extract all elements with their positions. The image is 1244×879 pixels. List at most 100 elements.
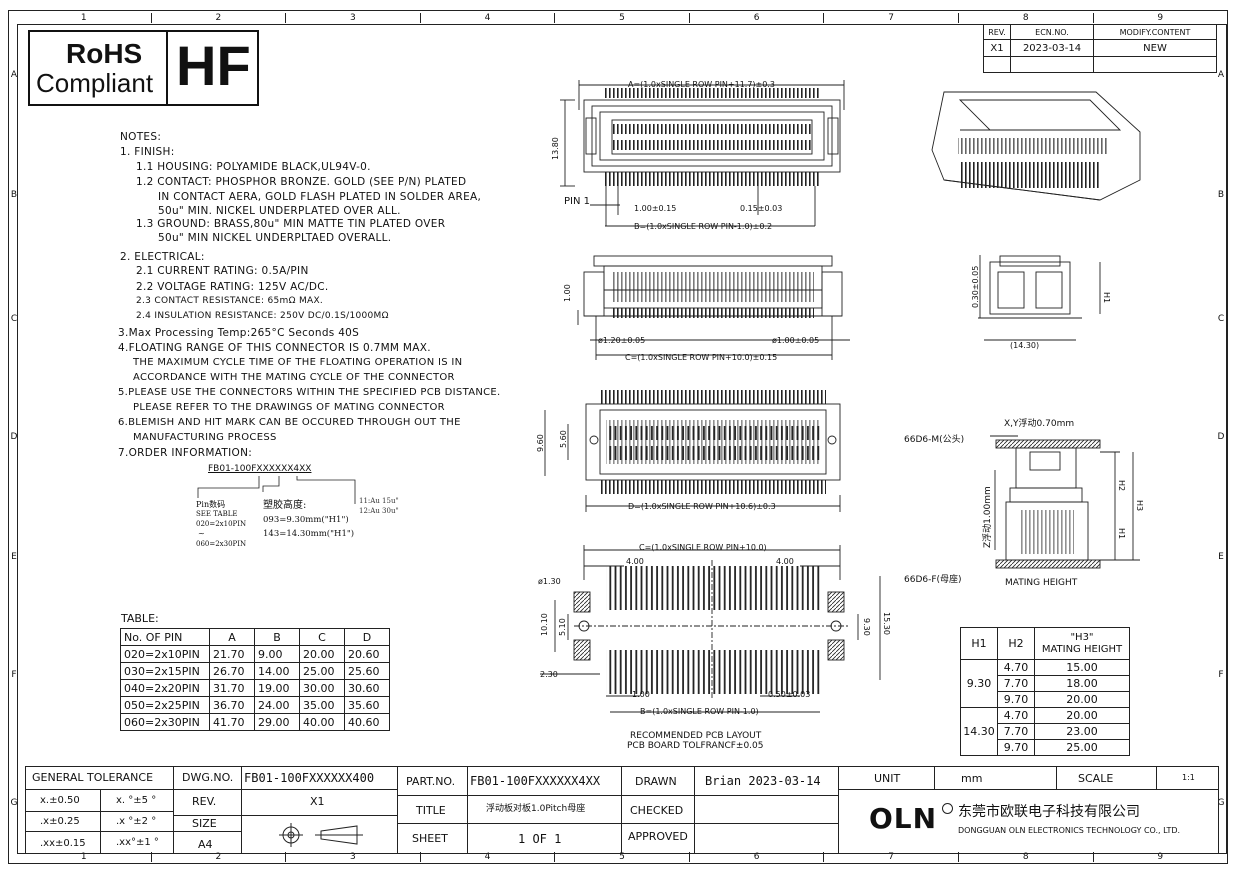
cell: 30.60: [344, 679, 390, 697]
col-5: 5: [555, 852, 690, 862]
note-line: 7.ORDER INFORMATION:: [118, 447, 253, 459]
pcb-dim-5-10: 5.10: [558, 618, 567, 636]
dim-1-00: 1.00±0.15: [634, 204, 676, 213]
col-2: 2: [152, 852, 287, 862]
drawn-label: DRAWN: [635, 775, 677, 788]
mh-header: H2: [997, 627, 1035, 660]
side-view: [978, 255, 1101, 341]
sheet-value: 1 OF 1: [518, 832, 562, 846]
cell: 20.00: [1034, 691, 1130, 708]
tolerance-value: .x °±2 °: [116, 816, 157, 827]
pin1-label: PIN 1: [564, 196, 590, 207]
scale-label: SCALE: [1078, 772, 1114, 785]
note-line: ACCORDANCE WITH THE MATING CYCLE OF THE …: [133, 372, 455, 383]
table-row: 7.70 23.00: [961, 723, 1130, 740]
note-line: PLEASE REFER TO THE DRAWINGS OF MATING C…: [133, 402, 445, 413]
revision-table: REV. ECN.NO. MODIFY.CONTENT X1 2023-03-1…: [983, 24, 1217, 73]
order-code: FB01-100FXXXXXX4XX: [208, 464, 312, 474]
cell: 7.70: [997, 675, 1035, 692]
tolerance-value: .xx±0.15: [40, 838, 86, 849]
hf-text: HF: [176, 34, 251, 97]
mating-height-table: H1 H2 "H3" MATING HEIGHT 9.30 4.70 15.00…: [960, 627, 1130, 756]
cell: 9.70: [997, 739, 1035, 756]
pcb-note: PCB BOARD TOLFRANCF±0.05: [627, 741, 763, 751]
dim-a: A=(1.0xSINGLE ROW PIN+11.7)±0.3: [628, 80, 775, 89]
pcb-dim-9-30: 9.30: [862, 618, 871, 636]
mate-xy: X,Y浮动0.70mm: [1004, 417, 1074, 429]
row-e: E: [11, 552, 17, 562]
cell: 36.70: [209, 696, 255, 714]
side-dim-0-30: 0.30±0.05: [971, 266, 980, 308]
tolerance-value: .x±0.25: [40, 816, 80, 827]
pcb-note: RECOMMENDED PCB LAYOUT: [630, 731, 762, 741]
cell: 060=2x30PIN: [120, 713, 210, 731]
pcb-dim-b: B=(1.0xSINGLE ROW PIN-1.0): [640, 707, 759, 716]
cell: 25.60: [344, 662, 390, 680]
dim-c: C=(1.0xSINGLE ROW PIN+10.0)±0.15: [625, 353, 777, 362]
note-line: 50u" MIN NICKEL UNDERPLTAED OVERALL.: [158, 232, 392, 244]
row-b: B: [1217, 190, 1225, 200]
order-leaders: [197, 476, 356, 504]
registered-icon: [942, 803, 953, 814]
row-c: C: [1217, 314, 1225, 324]
projection-symbol-icon: [279, 823, 363, 847]
dim-1-00-front: 1.00: [563, 284, 572, 302]
pin-label: Pin数码: [196, 500, 226, 509]
unit-value: mm: [961, 772, 983, 785]
company-cn: 东莞市欧联电子科技有限公司: [958, 804, 1140, 820]
note-line: 2. ELECTRICAL:: [120, 251, 205, 263]
cell: 7.70: [997, 723, 1035, 740]
cell: 20.60: [344, 645, 390, 663]
dim-b: B=(1.0xSINGLE ROW PIN-1.0)±0.2: [634, 222, 772, 231]
rev-label: REV.: [192, 795, 217, 808]
col-7: 7: [824, 13, 959, 23]
pin-line: 060=2x30PIN: [196, 540, 247, 548]
col-6: 6: [690, 13, 825, 23]
title-label: TITLE: [416, 804, 446, 817]
dim-0-15: 0.15±0.03: [740, 204, 782, 213]
part-no-label: PART.NO.: [406, 775, 456, 788]
cell: 4.70: [997, 707, 1035, 724]
row-f: F: [1218, 670, 1224, 680]
col-4: 4: [421, 13, 556, 23]
mh-header: H1: [960, 627, 998, 660]
side-dim-h1: H1: [1102, 292, 1111, 303]
note-line: 2.4 INSULATION RESISTANCE: 250V DC/0.1S/…: [136, 311, 389, 321]
cell: 30.00: [299, 679, 345, 697]
cell: 14.00: [254, 662, 300, 680]
top-view: [560, 80, 845, 227]
title-block: GENERAL TOLERANCE x.±0.50 x. °±5 ° .x±0.…: [25, 766, 1219, 854]
pcb-dim-4-00: 4.00: [626, 557, 644, 566]
bottom-view: [544, 390, 841, 512]
row-g: G: [10, 798, 18, 808]
table-row: 9.30 4.70 15.00: [960, 659, 1130, 708]
pin-line: SEE TABLE: [196, 510, 238, 518]
size-label: SIZE: [192, 817, 217, 830]
cell: 20.00: [1034, 707, 1130, 724]
row-e: E: [1218, 552, 1224, 562]
cell: 25.00: [299, 662, 345, 680]
pcb-dim-1-00: 1.00: [632, 690, 650, 699]
table-row: 9.70 25.00: [961, 739, 1130, 756]
col-8: 8: [959, 13, 1094, 23]
col-8: 8: [959, 852, 1094, 862]
dwg-no-value: FB01-100FXXXXXX400: [244, 771, 375, 785]
tolerance-value: x. °±5 °: [116, 795, 157, 806]
rohs-hf-logo: RoHS Compliant HF: [28, 30, 259, 106]
note-line: 5.PLEASE USE THE CONNECTORS WITHIN THE S…: [118, 387, 501, 398]
note-line: 1.1 HOUSING: POLYAMIDE BLACK,UL94V-0.: [136, 161, 371, 173]
dwg-no-label: DWG.NO.: [182, 771, 234, 784]
col-3: 3: [286, 852, 421, 862]
dim-5-60: 5.60: [559, 430, 568, 448]
col-5: 5: [555, 13, 690, 23]
height-label: 塑胶高度:: [263, 500, 307, 511]
drawn-value: Brian 2023-03-14: [705, 774, 821, 788]
note-line: IN CONTACT AERA, GOLD FLASH PLATED IN SO…: [158, 191, 482, 203]
rohs-text: RoHS: [66, 38, 143, 69]
cell: 15.00: [1034, 659, 1130, 676]
height-line: 143=14.30mm("H1"): [263, 529, 355, 539]
mate-h3: H3: [1135, 500, 1144, 511]
cell: 40.00: [299, 713, 345, 731]
